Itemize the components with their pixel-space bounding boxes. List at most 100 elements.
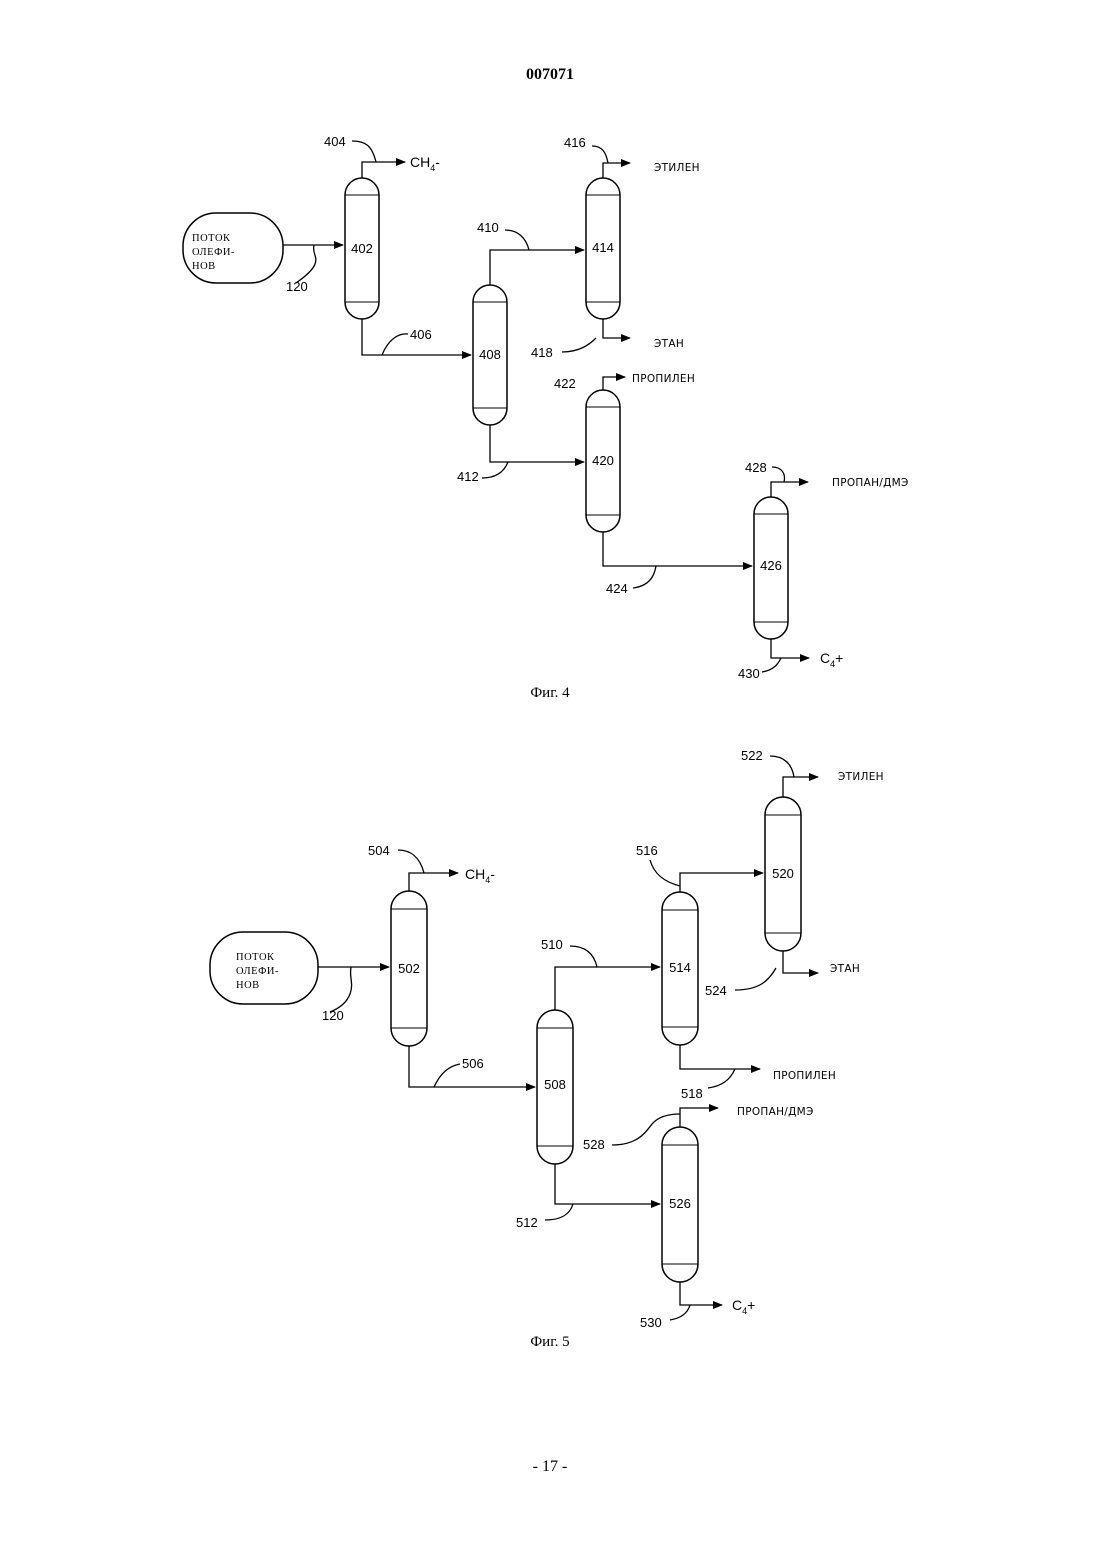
product-c4-plus: C4+ [732,1297,755,1316]
stream-120-leader [330,967,352,1012]
column-420: 420 [586,390,620,532]
stream-424-leader [633,566,656,588]
feed-label-line1: ПОТОК [236,952,275,963]
stream-120-leader [296,245,316,283]
column-402: 402 [345,178,379,319]
column-420-label: 420 [592,453,614,468]
column-508-label: 508 [544,1077,566,1092]
stream-424-label: 424 [606,581,628,596]
stream-530-leader [670,1305,690,1320]
stream-424-line [603,532,752,566]
product-methane: CH4- [465,866,495,885]
stream-410-line [490,250,584,285]
stream-430-leader [762,658,781,672]
stream-522-label: 522 [741,748,763,763]
stream-528-line [680,1108,718,1127]
stream-404-leader [352,141,376,162]
stream-410-label: 410 [477,220,499,235]
stream-512-line [555,1164,660,1204]
stream-430-label: 430 [738,666,760,681]
column-514-label: 514 [669,960,691,975]
stream-416-label: 416 [564,135,586,150]
stream-412-leader [482,462,508,478]
figure-4-caption: Фиг. 4 [530,685,570,701]
column-426: 426 [754,497,788,639]
column-520: 520 [765,797,801,951]
stream-410-leader [505,230,529,250]
stream-518-line [680,1045,760,1069]
feed-label-line3: НОВ [192,261,216,272]
figure-5: ПОТОК ОЛЕФИ- НОВ 502 508 514 [210,748,884,1350]
stream-506-leader [434,1064,460,1087]
product-ethylene: ЭТИЛЕН [838,771,884,783]
column-502: 502 [391,891,427,1046]
stream-524-line [783,951,818,973]
stream-504-line [409,873,458,891]
stream-428-leader [772,467,785,482]
stream-406-leader [382,334,408,355]
figure-4: ПОТОК ОЛЕФИ- НОВ 402 408 414 [183,134,909,701]
stream-120-label: 120 [322,1008,344,1023]
stream-422-label: 422 [554,376,576,391]
stream-528-label: 528 [583,1137,605,1152]
stream-428-line [771,482,808,497]
column-514: 514 [662,892,698,1045]
stream-404-label: 404 [324,134,346,149]
column-502-label: 502 [398,961,420,976]
stream-522-line [783,777,818,797]
product-ethane: ЭТАН [654,338,684,350]
stream-416-line [603,163,630,178]
stream-510-label: 510 [541,937,563,952]
feed-label-line3: НОВ [236,980,260,991]
stream-518-leader [708,1069,735,1088]
stream-524-leader [735,968,776,990]
stream-504-label: 504 [368,843,390,858]
column-520-label: 520 [772,866,794,881]
stream-522-leader [770,756,794,777]
product-propane-dme: ПРОПАН/ДМЭ [737,1106,814,1118]
stream-412-label: 412 [457,469,479,484]
feed-label-line2: ОЛЕФИ- [192,247,235,258]
stream-530-label: 530 [640,1315,662,1330]
column-526: 526 [662,1127,698,1282]
column-402-label: 402 [351,241,373,256]
product-propane-dme: ПРОПАН/ДМЭ [832,477,909,489]
column-408-label: 408 [479,347,501,362]
product-methane: CH4- [410,154,440,173]
stream-512-label: 512 [516,1215,538,1230]
stream-418-line [603,319,630,338]
product-propylene: ПРОПИЛЕН [632,373,695,385]
stream-510-leader [570,946,597,967]
stream-524-label: 524 [705,983,727,998]
stream-516-leader [650,860,680,886]
stream-510-line [555,967,660,1010]
stream-416-leader [592,146,608,163]
stream-418-leader [562,338,596,352]
stream-512-leader [545,1204,573,1220]
stream-428-label: 428 [745,460,767,475]
column-526-label: 526 [669,1196,691,1211]
stream-418-label: 418 [531,345,553,360]
stream-412-line [490,425,584,462]
stream-506-label: 506 [462,1056,484,1071]
stream-530-line [680,1282,722,1305]
stream-516-line [680,873,763,892]
stream-504-leader [398,850,424,873]
column-508: 508 [537,1010,573,1164]
column-408: 408 [473,285,507,425]
figure-5-caption: Фиг. 5 [530,1334,569,1350]
product-propylene: ПРОПИЛЕН [773,1070,836,1082]
column-426-label: 426 [760,558,782,573]
page-number: - 17 - [0,1458,1100,1476]
stream-120-label: 120 [286,279,308,294]
stream-430-line [771,639,809,658]
stream-422-line [603,377,625,390]
column-414-label: 414 [592,240,614,255]
stream-406-label: 406 [410,327,432,342]
product-ethane: ЭТАН [830,963,860,975]
feed-label-line1: ПОТОК [192,233,231,244]
stream-404-line [362,162,405,178]
product-ethylene: ЭТИЛЕН [654,162,700,174]
stream-516-label: 516 [636,843,658,858]
